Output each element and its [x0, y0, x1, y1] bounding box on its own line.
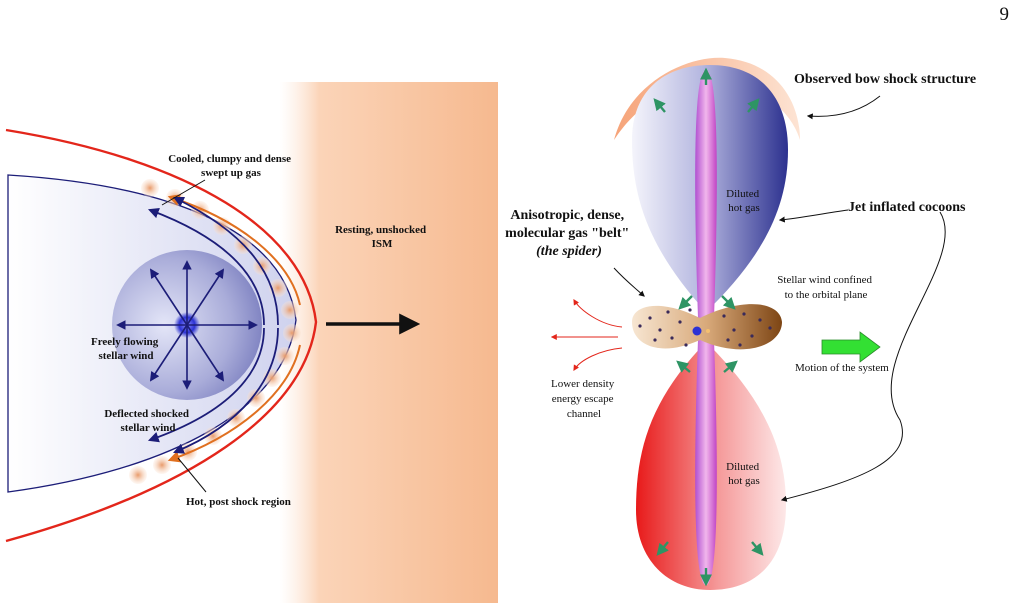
free-wind-arrows [116, 260, 258, 390]
bottom-jet [695, 340, 717, 585]
right-panel: Observed bow shock structure Jet inflate… [505, 57, 976, 590]
leader-hot-region [177, 457, 207, 493]
deflected-wind-label: Deflected shocked stellar wind [104, 408, 191, 434]
binary-star [692, 326, 702, 336]
diluted-gas-bottom-label: Diluted hot gas [726, 461, 762, 487]
escape-arrows [550, 298, 623, 372]
belt-dots [638, 308, 772, 347]
page-number: 9 [999, 4, 1010, 25]
shell-flow-arrow-bottom [167, 344, 301, 463]
confined-wind-label: Stellar wind confined to the orbital pla… [777, 274, 874, 301]
escape-label: Lower density energy escape channel [551, 378, 617, 420]
leader-belt [613, 267, 645, 297]
belt-label: Anisotropic, dense, molecular gas "belt"… [505, 208, 633, 259]
companion-star [706, 329, 710, 333]
leader-cooled-gas [161, 179, 206, 206]
leader-bow-shock [806, 95, 881, 120]
motion-label: Motion of the system [795, 362, 889, 374]
ism-band [280, 82, 498, 603]
expansion-arrows [653, 67, 764, 587]
cooled-gas-label: Cooled, clumpy and dense swept up gas [168, 153, 294, 179]
leader-jet-cocoons [778, 209, 849, 223]
ism-label: Resting, unshocked ISM [335, 224, 429, 250]
deflected-wind-streamlines [147, 196, 279, 454]
motion-arrow [821, 331, 881, 363]
left-panel: Cooled, clumpy and dense swept up gas Re… [5, 82, 498, 603]
jet-cocoons-label: Jet inflated cocoons [848, 200, 966, 215]
bow-shock-label: Observed bow shock structure [794, 72, 976, 87]
jet-icon [695, 70, 717, 318]
free-wind-label: Freely flowing stellar wind [91, 336, 161, 362]
leader-bottom-cocoon [780, 211, 946, 502]
bow-shock-line [5, 128, 318, 543]
hot-region-label: Hot, post shock region [186, 496, 291, 508]
shell-flow-arrow-top [167, 194, 301, 306]
diluted-gas-top-label: Diluted hot gas [726, 188, 762, 214]
